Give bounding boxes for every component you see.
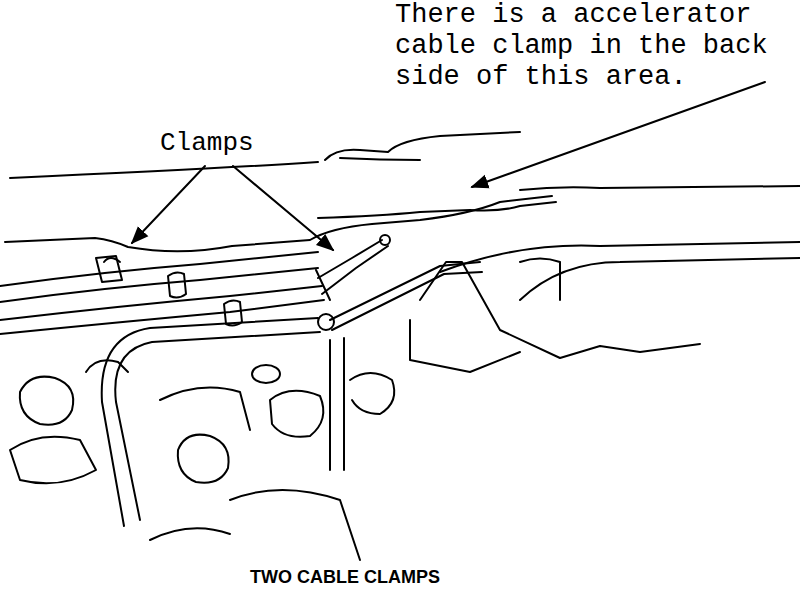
body-line bbox=[10, 162, 318, 178]
cable-clamp bbox=[380, 235, 390, 245]
caption: TWO CABLE CLAMPS bbox=[180, 566, 510, 588]
bracket bbox=[410, 320, 520, 372]
engine-part bbox=[150, 528, 230, 540]
cable-clamp bbox=[104, 258, 120, 262]
cable-clamp bbox=[316, 270, 330, 300]
leader-arrow bbox=[233, 166, 333, 250]
engine-part bbox=[252, 365, 280, 383]
engine-part bbox=[20, 377, 73, 425]
pipe bbox=[102, 318, 318, 526]
pipe bbox=[330, 338, 344, 470]
body-line bbox=[440, 242, 800, 272]
engine-part bbox=[270, 391, 323, 437]
engine-part bbox=[230, 490, 360, 560]
engine-part bbox=[160, 388, 250, 431]
body-line bbox=[520, 186, 800, 190]
callout-label: Clamps bbox=[160, 128, 280, 158]
leader-arrow bbox=[132, 166, 205, 243]
cable-clamp bbox=[96, 256, 122, 282]
cable-fitting bbox=[318, 314, 334, 330]
engine-part bbox=[350, 373, 394, 414]
body-edge bbox=[318, 202, 556, 218]
engine-part bbox=[10, 437, 96, 484]
engine-part bbox=[86, 360, 128, 372]
accelerator-cable bbox=[330, 262, 480, 320]
hose bbox=[0, 268, 318, 302]
leader-arrow bbox=[472, 82, 765, 187]
note-text: There is a accelerator cable clamp in th… bbox=[395, 0, 787, 93]
pipe bbox=[115, 332, 320, 520]
cable-clamp bbox=[318, 240, 388, 294]
body-line bbox=[520, 258, 800, 300]
hose bbox=[0, 300, 324, 334]
hose bbox=[0, 252, 318, 286]
bracket bbox=[520, 259, 560, 301]
engine-part bbox=[178, 435, 229, 483]
body-line bbox=[325, 132, 520, 160]
body-line bbox=[340, 158, 420, 160]
hose bbox=[0, 286, 322, 320]
accelerator-cable bbox=[332, 272, 482, 330]
hose-band bbox=[168, 272, 186, 297]
